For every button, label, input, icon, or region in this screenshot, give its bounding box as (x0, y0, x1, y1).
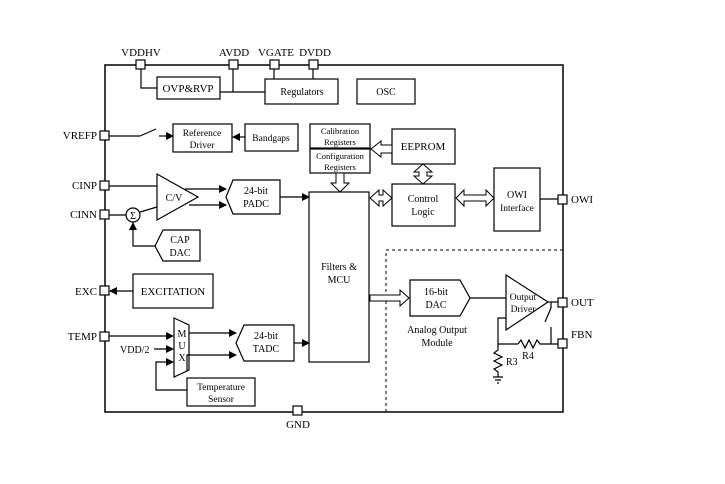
label-out: OUT (571, 297, 594, 309)
block-osc (356, 78, 416, 105)
text-control-1: Control (408, 194, 439, 205)
block-output-driver (505, 273, 550, 332)
text-padc-2: PADC (243, 199, 269, 210)
arrow-filters-to-dac (369, 288, 410, 308)
pin-temp (99, 331, 110, 342)
block-configuration-registers (309, 148, 371, 174)
pin-cinp (99, 180, 110, 191)
label-vrefp: VREFP (63, 130, 97, 142)
text-mux-u: U (178, 341, 186, 352)
text-configuration-1: Configuration (316, 151, 364, 161)
pin-cinn (99, 209, 110, 220)
text-tadc-2: TADC (253, 344, 280, 355)
pin-exc (99, 285, 110, 296)
ground-symbol (493, 375, 503, 384)
pin-out (557, 297, 568, 308)
text-temp-sensor-2: Sensor (208, 395, 235, 405)
text-owi-1: OWI (507, 190, 527, 201)
text-configuration-2: Registers (324, 162, 356, 172)
pin-owi (557, 194, 568, 205)
block-cv-amplifier (156, 172, 200, 222)
label-r3: R3 (506, 357, 518, 368)
resistor-r3 (492, 344, 504, 375)
text-ovp-rvp: OVP&RVP (162, 83, 213, 95)
pin-vddhv (135, 59, 146, 70)
block-cap-dac (154, 229, 201, 262)
block-dac16 (409, 279, 471, 317)
block-mux (173, 317, 190, 378)
arrow-eeprom-to-registers (370, 139, 393, 159)
text-control-2: Logic (411, 207, 435, 218)
text-analog-output-1: Analog Output (407, 325, 467, 336)
text-eeprom: EEPROM (401, 141, 446, 153)
feedback-switch (544, 307, 552, 323)
text-calibration-2: Registers (324, 137, 356, 147)
text-output-driver-2: Driver (511, 305, 537, 315)
pin-gnd (292, 405, 303, 416)
label-cinn: CINN (70, 209, 97, 221)
text-output-driver-1: Output (510, 293, 537, 303)
text-dac16-1: 16-bit (424, 287, 448, 298)
pin-vrefp (99, 130, 110, 141)
text-owi-2: Interface (500, 203, 534, 214)
block-regulators (264, 78, 339, 105)
pin-avdd (228, 59, 239, 70)
arrow-eeprom-control (412, 163, 434, 185)
text-cap-dac-1: CAP (170, 235, 190, 246)
pin-vgate (269, 59, 280, 70)
block-temperature-sensor (186, 377, 256, 407)
block-owi-interface (493, 167, 541, 232)
label-exc: EXC (75, 286, 97, 298)
block-reference-driver (172, 123, 233, 153)
text-cv: C/V (166, 193, 183, 204)
text-filters-2: MCU (328, 275, 352, 286)
text-dac16-2: DAC (425, 300, 446, 311)
text-mux-m: M (178, 329, 187, 340)
text-cap-dac-2: DAC (169, 248, 190, 259)
label-temp: TEMP (68, 331, 97, 343)
label-cinp: CINP (72, 180, 97, 192)
label-avdd: AVDD (219, 47, 249, 59)
label-dvdd: DVDD (299, 47, 331, 59)
arrow-filters-control (369, 188, 393, 208)
label-vddhv: VDDHV (121, 47, 161, 59)
text-reference-driver-1: Reference (183, 128, 222, 139)
label-gnd: GND (286, 419, 310, 431)
text-tadc-1: 24-bit (254, 331, 278, 342)
block-filters-mcu (308, 191, 370, 363)
chip-outline (104, 64, 564, 413)
resistor-r4 (517, 338, 551, 350)
text-padc-1: 24-bit (244, 186, 268, 197)
block-bandgaps (244, 123, 299, 152)
analog-output-region (385, 249, 563, 412)
block-calibration-registers (309, 123, 371, 149)
text-temp-sensor-1: Temperature (197, 383, 245, 393)
label-fbn: FBN (571, 329, 592, 341)
text-reference-driver-2: Driver (190, 141, 216, 151)
arrow-registers-to-filters (329, 172, 351, 193)
block-control-logic (391, 183, 456, 227)
text-regulators: Regulators (280, 87, 323, 98)
block-eeprom (391, 128, 456, 165)
text-excitation: EXCITATION (141, 286, 206, 298)
text-sigma: Σ (130, 211, 136, 222)
text-bandgaps: Bandgaps (252, 134, 290, 144)
arrow-control-owi (455, 188, 495, 208)
label-vgate: VGATE (258, 47, 294, 59)
pin-fbn (557, 338, 568, 349)
pin-dvdd (308, 59, 319, 70)
text-filters-1: Filters & (321, 262, 357, 273)
text-mux-x: X (178, 353, 186, 364)
label-r4: R4 (522, 351, 534, 362)
label-vdd-half: VDD/2 (120, 345, 149, 356)
vrefp-switch (139, 128, 157, 137)
label-owi: OWI (571, 194, 593, 206)
text-analog-output-2: Module (421, 338, 453, 349)
text-osc: OSC (376, 87, 396, 98)
text-calibration-1: Calibration (321, 126, 360, 136)
